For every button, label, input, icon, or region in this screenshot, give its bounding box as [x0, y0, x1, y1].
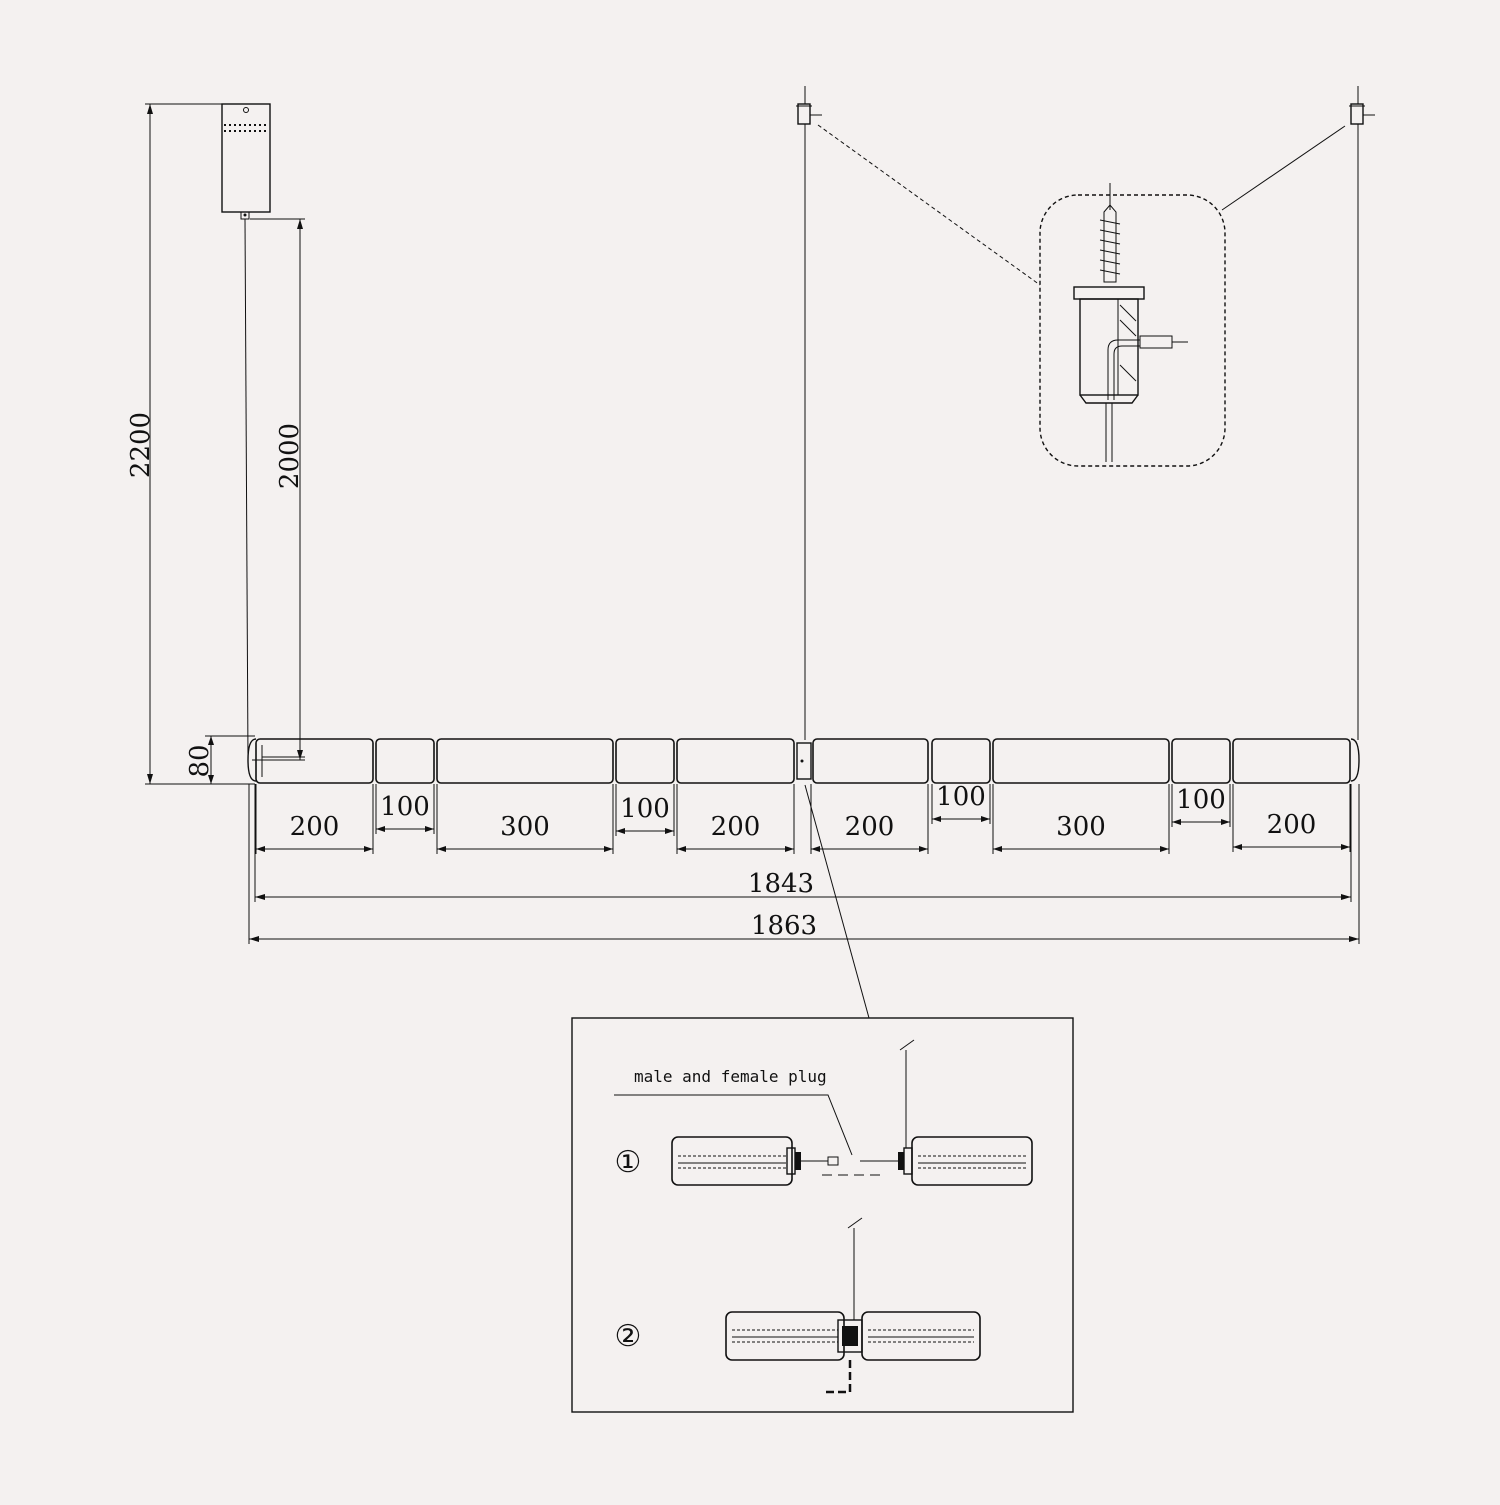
tube-segment	[676, 738, 795, 784]
dim-total-height: 2200	[126, 412, 156, 478]
dim-inner-length: 1843	[748, 869, 814, 899]
segment-dimension: 200	[810, 784, 929, 854]
segment-dimension: 200	[255, 784, 374, 854]
step-2-assembly	[725, 1217, 981, 1394]
tube-segment	[931, 738, 991, 784]
segment-length-label: 300	[1056, 812, 1106, 842]
suspension-cable-left	[244, 218, 249, 761]
dim-cable-length: 2000	[275, 423, 305, 489]
center-connector	[796, 742, 812, 780]
step-1-assembly	[671, 1039, 1033, 1186]
leader-line-connector	[804, 784, 870, 1019]
segment-dimension: 100	[615, 784, 675, 836]
step-1-marker: ①	[615, 1145, 642, 1180]
segment-length-label: 200	[711, 812, 761, 842]
segment-dimension: 100	[931, 782, 991, 824]
connection-detail-box: male and female plug ① ②	[571, 1017, 1074, 1413]
segment-dimension: 200	[1232, 784, 1351, 852]
segment-dimension: 100	[375, 784, 435, 834]
leader-line-dashed	[817, 124, 1041, 286]
step-2-marker: ②	[615, 1319, 642, 1354]
segment-length-label: 100	[1176, 785, 1226, 815]
tube-segment	[255, 738, 374, 784]
dim-tube-height: 80	[185, 744, 215, 777]
tube-segment	[375, 738, 435, 784]
segment-length-label: 200	[290, 812, 340, 842]
segment-length-label: 100	[936, 782, 986, 812]
segment-dimension: 200	[676, 784, 795, 854]
dim-outer-length: 1863	[751, 911, 817, 941]
segment-length-label: 100	[620, 794, 670, 824]
ceiling-anchor-1	[796, 86, 822, 740]
tube-segment	[1171, 738, 1231, 784]
dimension-2000: 2000	[250, 218, 305, 761]
leader-line	[1221, 125, 1346, 211]
tube-segment	[436, 738, 614, 784]
dimension-2200: 2200	[126, 103, 252, 785]
segment-length-label: 100	[380, 792, 430, 822]
dimension-1843: 1843	[254, 784, 1352, 902]
segment-dimension: 100	[1171, 784, 1231, 827]
dimension-80: 80	[185, 735, 255, 785]
segment-dimensions: 200 100 300 100 200 200 100 300 100 200	[255, 782, 1351, 854]
segment-dimension: 300	[436, 784, 614, 854]
segment-length-label: 300	[500, 812, 550, 842]
light-bar	[247, 738, 1360, 784]
tube-segment	[615, 738, 675, 784]
canopy	[221, 103, 271, 220]
segment-length-label: 200	[845, 812, 895, 842]
tube-segment	[992, 738, 1170, 784]
segment-length-label: 200	[1267, 810, 1317, 840]
tube-segment	[1232, 738, 1351, 784]
tube-segment	[812, 738, 929, 784]
plug-label: male and female plug	[634, 1067, 827, 1086]
dimension-1863: 1863	[248, 784, 1360, 944]
segment-dimension: 300	[992, 784, 1170, 854]
ceiling-anchor-2	[1349, 86, 1375, 740]
anchor-detail-bubble	[1039, 183, 1226, 467]
